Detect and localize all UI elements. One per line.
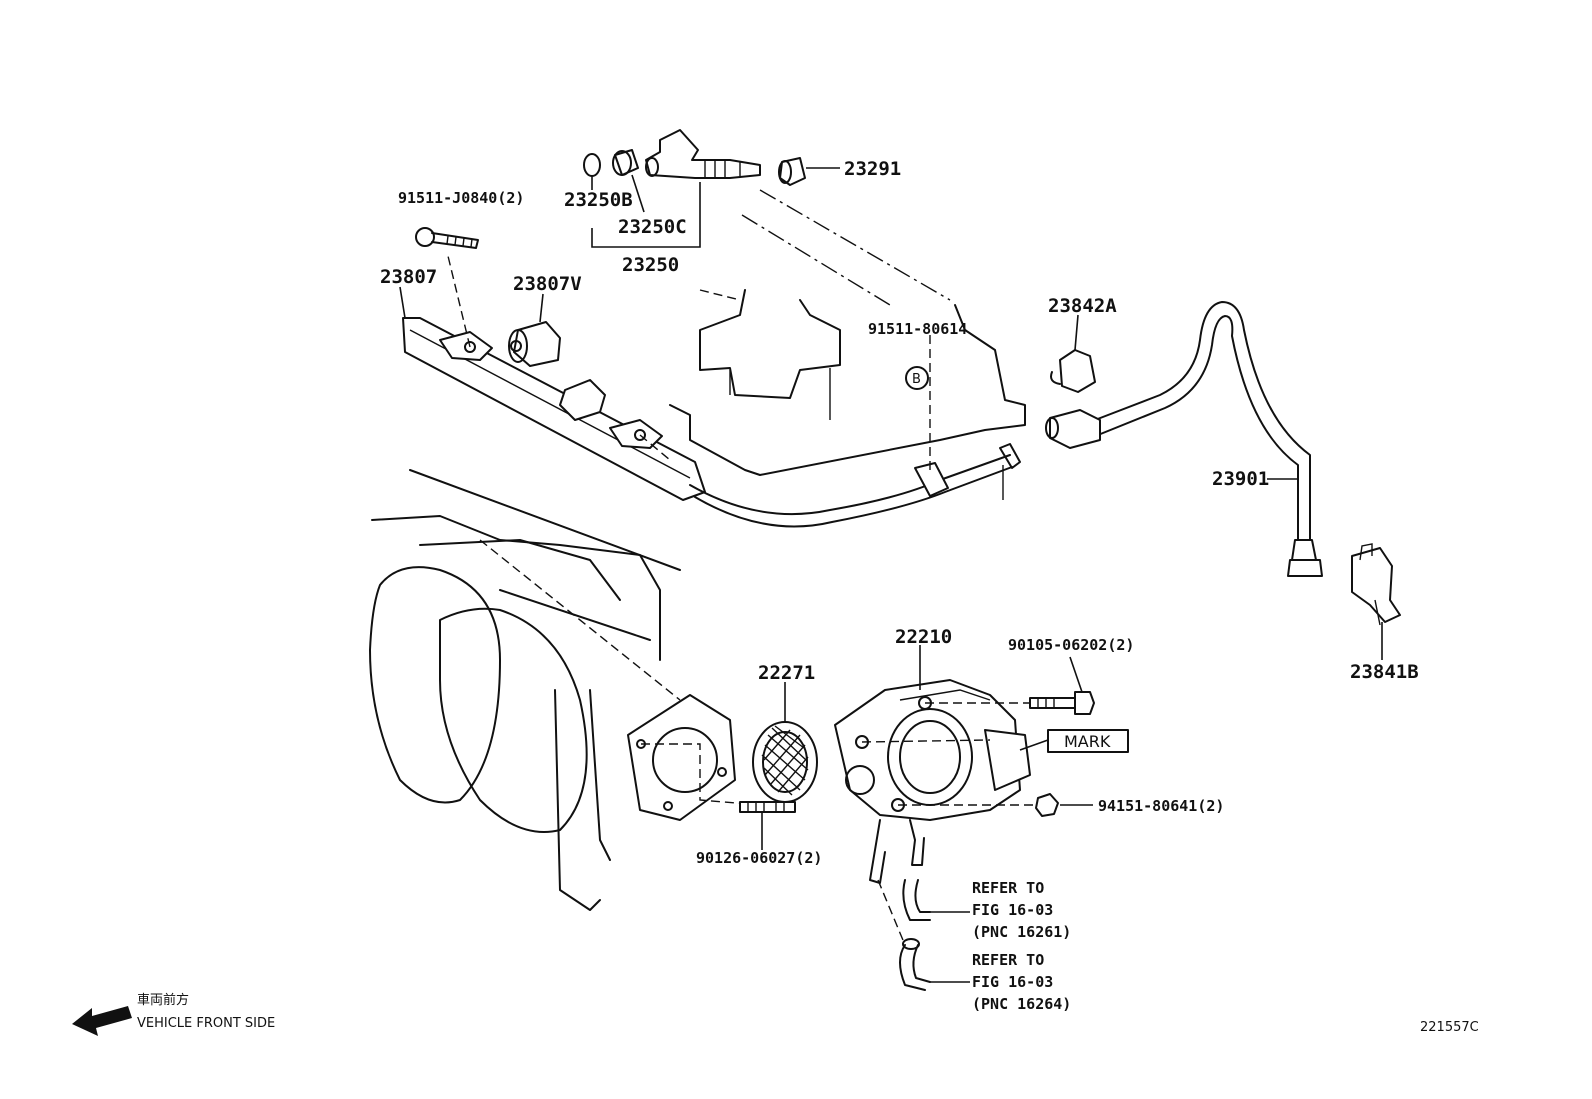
bolt-91511-j0840[interactable] — [415, 227, 479, 249]
section-marker-b: B — [905, 366, 929, 390]
part-label-23841b[interactable]: 23841B — [1350, 661, 1419, 683]
part-label-23842a[interactable]: 23842A — [1048, 295, 1117, 317]
part-label-23250c[interactable]: 23250C — [618, 216, 687, 238]
leader-lines — [399, 167, 1383, 983]
gasket-22271[interactable] — [752, 721, 818, 803]
cushion-23291[interactable] — [778, 157, 806, 186]
throttle-body-22210[interactable] — [834, 679, 1040, 884]
part-label-23250[interactable]: 23250 — [622, 254, 679, 276]
part-label-22210[interactable]: 22210 — [895, 626, 952, 648]
vehicle-front-indicator: 車両前方 VEHICLE FRONT SIDE — [72, 992, 275, 1036]
section-marker-label: B — [912, 372, 921, 387]
engine-cover-outline — [669, 189, 1026, 476]
part-label-94151[interactable]: 94151-80641(2) — [1098, 797, 1224, 815]
refer-1-line2: FIG 16-03 — [972, 901, 1053, 919]
refer-2-line3: (PNC 16264) — [972, 995, 1071, 1013]
o-ring-23250b[interactable] — [583, 153, 601, 177]
retainer-23807v[interactable] — [508, 321, 561, 367]
part-label-90126[interactable]: 90126-06027(2) — [696, 849, 822, 867]
stud-bolt-90126[interactable] — [739, 801, 796, 813]
figure-number: 221557C — [1420, 1020, 1479, 1035]
part-label-90105[interactable]: 90105-06202(2) — [1008, 636, 1134, 654]
part-labels: 23250B 23250C 23250 23291 91511-J0840(2)… — [380, 158, 1419, 867]
refer-1-line3: (PNC 16261) — [972, 923, 1071, 941]
clamp-23841b[interactable] — [1351, 543, 1401, 626]
clip-23842a[interactable] — [1050, 349, 1096, 393]
part-label-22271[interactable]: 22271 — [758, 662, 815, 684]
refer-2-line2: FIG 16-03 — [972, 973, 1053, 991]
intake-manifold — [369, 469, 681, 911]
fuel-injector-23250[interactable] — [645, 129, 761, 179]
direction-label-en: VEHICLE FRONT SIDE — [137, 1016, 275, 1031]
intake-flange-gasket — [627, 694, 761, 821]
fuel-hose-23901[interactable] — [1045, 301, 1323, 577]
part-label-23807v[interactable]: 23807V — [513, 273, 582, 295]
throttle-hoses — [877, 879, 931, 991]
fuel-delivery-pipe[interactable] — [402, 255, 706, 501]
refer-2-line1: REFER TO — [972, 951, 1044, 969]
part-label-23250b[interactable]: 23250B — [564, 189, 633, 211]
mark-callout: MARK — [1047, 729, 1129, 753]
arrow-left-icon — [72, 1006, 132, 1036]
part-label-23807[interactable]: 23807 — [380, 266, 437, 288]
mark-label: MARK — [1064, 732, 1111, 751]
bolt-90105[interactable] — [1029, 691, 1095, 715]
part-label-23291[interactable]: 23291 — [844, 158, 901, 180]
part-label-91511-j0840[interactable]: 91511-J0840(2) — [398, 189, 524, 207]
part-label-23901[interactable]: 23901 — [1212, 468, 1269, 490]
direction-label-jp: 車両前方 — [137, 992, 189, 1008]
nut-94151[interactable] — [1035, 793, 1059, 817]
insulator-23250c[interactable] — [612, 149, 639, 176]
part-label-91511-80614[interactable]: 91511-80614 — [868, 320, 967, 338]
refer-note-1: REFER TO FIG 16-03 (PNC 16261) — [972, 879, 1071, 941]
fuel-pipe-line — [689, 335, 1021, 528]
refer-note-2: REFER TO FIG 16-03 (PNC 16264) — [972, 951, 1071, 1013]
refer-1-line1: REFER TO — [972, 879, 1044, 897]
